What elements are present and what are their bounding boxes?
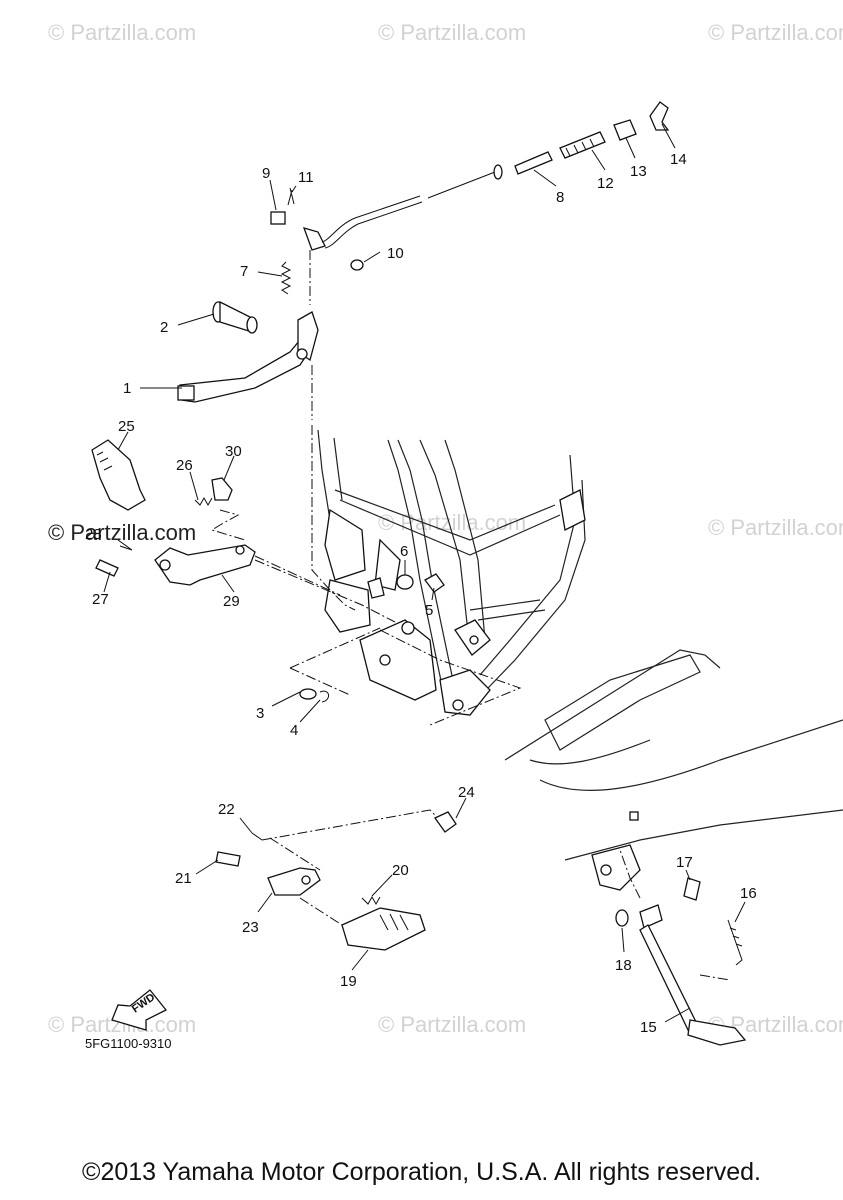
swingarm-outline <box>504 649 843 891</box>
callout-1: 1 <box>123 380 131 397</box>
watermark: © Partzilla.com <box>378 1012 526 1037</box>
callout-14: 14 <box>670 151 687 168</box>
watermark: © Partzilla.com <box>708 515 843 540</box>
diagram-code: 5FG1100-9310 <box>85 1036 172 1051</box>
callout-11: 11 <box>298 169 314 186</box>
callout-10: 10 <box>387 245 404 262</box>
callout-20: 20 <box>392 862 409 879</box>
callout-3: 3 <box>256 705 264 722</box>
callout-16: 16 <box>740 885 757 902</box>
callout-6: 6 <box>400 543 408 560</box>
watermark-overlay: © Partzilla.com <box>48 520 196 545</box>
callout-24: 24 <box>458 784 475 801</box>
callout-23: 23 <box>242 919 259 936</box>
callout-2: 2 <box>160 319 168 336</box>
footrest-left-assembly <box>91 439 396 623</box>
callout-29: 29 <box>223 593 240 610</box>
callout-9: 9 <box>262 165 270 182</box>
watermark-group: © Partzilla.com © Partzilla.com © Partzi… <box>48 20 843 1037</box>
callout-25: 25 <box>118 418 135 435</box>
callout-15: 15 <box>640 1019 657 1036</box>
callout-17: 17 <box>676 854 693 871</box>
watermark: © Partzilla.com <box>378 510 526 535</box>
copyright-notice: ©2013 Yamaha Motor Corporation, U.S.A. A… <box>82 1158 761 1186</box>
callout-8: 8 <box>556 189 564 206</box>
watermark: © Partzilla.com <box>378 20 526 45</box>
callout-7: 7 <box>240 263 248 280</box>
footrest-right-assembly <box>215 809 457 951</box>
callout-22: 22 <box>218 801 235 818</box>
watermark: © Partzilla.com <box>48 20 196 45</box>
callout-18: 18 <box>615 957 632 974</box>
callout-28: 28 <box>85 526 102 543</box>
frame-drawing <box>317 429 586 716</box>
callout-30: 30 <box>225 443 242 460</box>
callout-13: 13 <box>630 163 647 180</box>
callouts: 1 2 3 4 5 6 7 8 9 10 11 12 13 14 15 16 1 <box>85 123 757 1036</box>
callout-26: 26 <box>176 457 193 474</box>
watermark: © Partzilla.com <box>708 20 843 45</box>
sidestand-assembly <box>615 849 747 1046</box>
callout-21: 21 <box>175 870 192 887</box>
callout-5: 5 <box>425 602 433 619</box>
callout-4: 4 <box>290 722 298 739</box>
center-small-parts <box>289 573 522 726</box>
brake-pedal-assembly <box>177 101 670 611</box>
callout-12: 12 <box>597 175 614 192</box>
callout-19: 19 <box>340 973 357 990</box>
callout-27: 27 <box>92 591 109 608</box>
